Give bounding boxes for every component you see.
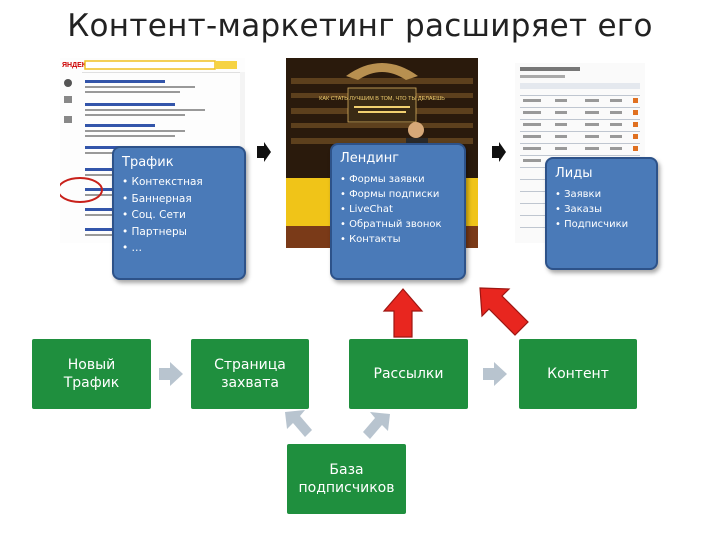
new-traffic-label: Новый Трафик [63, 357, 120, 391]
landing-box: Лендинг Формы заявки Формы подписки Live… [330, 143, 466, 280]
list-item: Баннерная [122, 191, 244, 208]
traffic-heading: Трафик [122, 155, 174, 170]
capture-page-label: Страница захвата [214, 357, 286, 391]
landing-banner-text: КАК СТАТЬ ЛУЧШИМ В ТОМ, ЧТО ТЫ ДЕЛАЕШЬ [319, 96, 445, 102]
landing-heading: Лендинг [340, 151, 400, 166]
leads-box: Лиды Заявки Заказы Подписчики [545, 157, 658, 270]
list-item: Контекстная [122, 174, 244, 191]
mailings-box: Рассылки [349, 339, 468, 409]
content-box: Контент [519, 339, 637, 409]
gray-arrow-right-icon [483, 362, 507, 386]
list-item: Заказы [555, 202, 656, 217]
list-item: Формы подписки [340, 187, 464, 202]
red-up-arrow-icon [382, 288, 424, 338]
slide-title: Контент-маркетинг расширяет его [67, 8, 653, 44]
list-item: Контакты [340, 232, 464, 247]
capture-page-box: Страница захвата [191, 339, 309, 409]
traffic-box: Трафик Контекстная Баннерная Соц. Сети П… [112, 146, 246, 280]
leads-screenshot [515, 63, 645, 243]
leads-list: Заявки Заказы Подписчики [547, 187, 656, 232]
list-item: Подписчики [555, 217, 656, 232]
search-logo: ЯНДЕКС [62, 62, 91, 69]
gray-arrow-up-left-icon [285, 410, 312, 437]
list-item: Заявки [555, 187, 656, 202]
list-item: Формы заявки [340, 172, 464, 187]
new-traffic-box: Новый Трафик [32, 339, 151, 409]
list-item: Партнеры [122, 224, 244, 241]
red-diagonal-arrow-icon [479, 287, 529, 336]
list-item: Соц. Сети [122, 207, 244, 224]
mailings-label: Рассылки [373, 366, 444, 382]
subscriber-base-box: База подписчиков [287, 444, 406, 514]
list-item: Обратный звонок [340, 217, 464, 232]
gray-arrow-up-right-icon [363, 412, 390, 439]
landing-list: Формы заявки Формы подписки LiveChat Обр… [332, 172, 464, 247]
content-label: Контент [547, 366, 609, 382]
list-item: … [122, 240, 244, 257]
traffic-list: Контекстная Баннерная Соц. Сети Партнеры… [114, 174, 244, 257]
subscriber-base-label: База подписчиков [298, 462, 395, 496]
list-item: LiveChat [340, 202, 464, 217]
gray-arrow-right-icon [159, 362, 183, 386]
leads-heading: Лиды [555, 166, 593, 181]
arrow-right-icon [492, 142, 506, 162]
arrow-right-icon [257, 142, 271, 162]
